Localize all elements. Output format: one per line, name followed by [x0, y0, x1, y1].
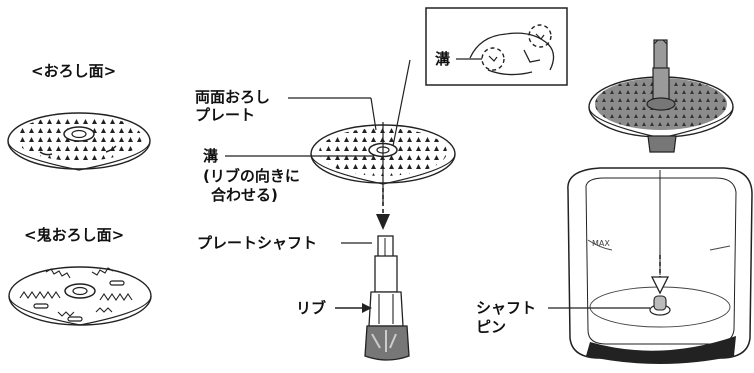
rib-note-line2: 合わせる) [211, 186, 278, 204]
groove-label: 溝 [203, 147, 219, 165]
groove-detail-inset [425, 7, 568, 86]
rib-arrow [335, 303, 372, 313]
bowl [567, 167, 753, 364]
plate-shaft [364, 235, 410, 361]
inset-pointer-line [392, 59, 411, 147]
plate-shaft-label: プレートシャフト [197, 234, 318, 252]
shaft-pin-label-line2: ピン [476, 318, 507, 336]
groove-inset-label: 溝 [435, 50, 451, 68]
max-mark: MAX [592, 239, 610, 248]
plate-label-line2: プレート [195, 106, 256, 124]
rib-label: リブ [296, 299, 327, 317]
coarse-side-disc [8, 266, 152, 326]
plate-label-line1: 両面おろし [195, 88, 271, 106]
grater-side-title: <おろし面> [31, 62, 117, 80]
assembled-plate [588, 39, 734, 153]
coarse-side-title: <鬼おろし面> [24, 226, 125, 244]
shaft-pin-label-line1: シャフト [476, 299, 537, 317]
down-arrow-to-shaft [376, 188, 390, 230]
grater-side-disc [7, 112, 151, 171]
rib-note-line1: (リブの向きに [203, 167, 300, 185]
